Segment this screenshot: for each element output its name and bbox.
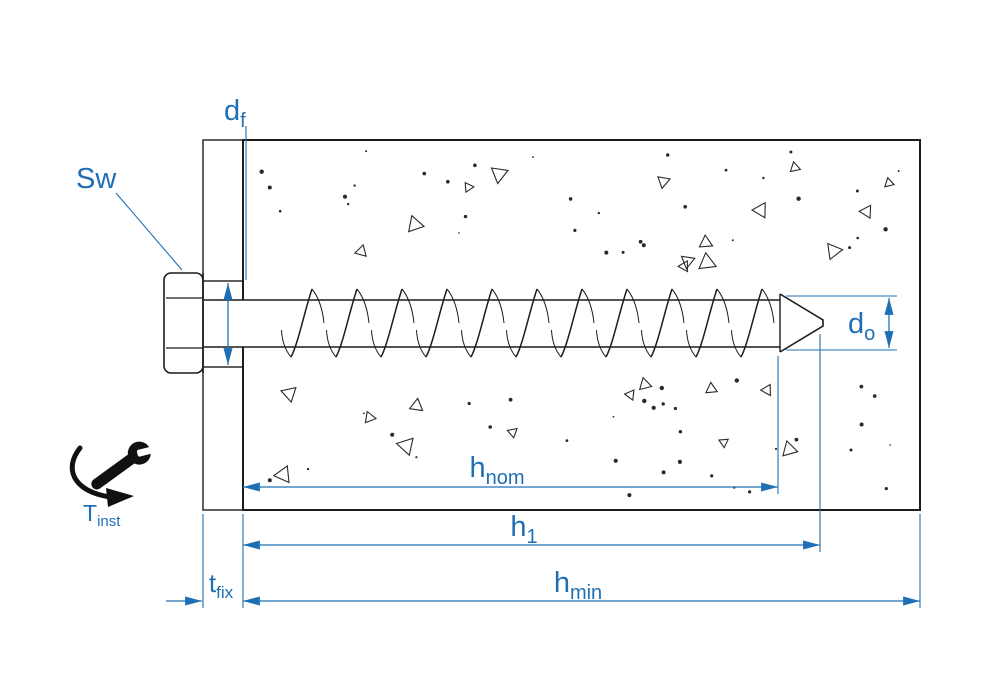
min-thickness-label: hmin: [554, 567, 602, 604]
concrete-member: [242, 139, 921, 511]
screw-threads: [281, 288, 775, 358]
rotation-arrow-arc: [69, 445, 113, 500]
drill-hole-diameter-label: do: [848, 308, 875, 345]
installation-torque-label: Tinst: [83, 500, 121, 530]
fixture-thickness-label: tfix: [209, 568, 234, 602]
concrete-speckles: [259, 150, 900, 498]
rotation-arrow-head: [106, 488, 134, 507]
torque-wrench-icon: [69, 441, 160, 507]
drill-hole-depth-label: h1: [510, 511, 537, 548]
fixture-lower-section: [202, 366, 244, 511]
wrench-body: [91, 441, 160, 490]
concrete-screw: [163, 272, 824, 374]
fixture-upper-section: [202, 139, 244, 282]
sw-leader-line: [115, 192, 183, 271]
clearance-hole-diameter-label: df: [224, 95, 246, 132]
dimension-labels: Sw df do hnom h1 hmin tfix Tinst: [76, 95, 875, 604]
wrench-size-label: Sw: [76, 163, 117, 195]
fixture-plate: [202, 139, 244, 511]
screw-tip-cone: [779, 293, 824, 353]
hex-head: [163, 272, 204, 374]
nominal-embedment-label: hnom: [469, 452, 524, 489]
dimension-lines: [115, 126, 921, 608]
